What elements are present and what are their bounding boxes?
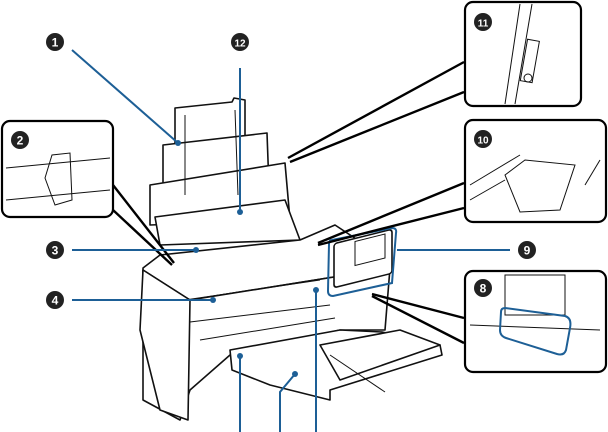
svg-text:2: 2 <box>17 134 24 148</box>
svg-text:10: 10 <box>477 136 489 147</box>
callout-2: 2 <box>11 131 29 149</box>
inset-11 <box>463 0 583 108</box>
inset-10 <box>463 118 608 224</box>
callout-11: 11 <box>474 13 492 31</box>
svg-text:9: 9 <box>524 244 531 258</box>
svg-text:3: 3 <box>52 244 59 258</box>
leader-lines <box>71 49 510 432</box>
part-8-highlight <box>498 306 572 356</box>
callout-9: 9 <box>518 241 536 259</box>
svg-text:4: 4 <box>52 294 59 308</box>
svg-text:12: 12 <box>234 39 246 50</box>
callout-10: 10 <box>474 130 492 148</box>
inset-2 <box>0 119 115 219</box>
inset-leaders <box>112 60 465 345</box>
callout-3: 3 <box>46 241 64 259</box>
svg-text:8: 8 <box>480 282 487 296</box>
callout-12: 12 <box>231 33 249 51</box>
svg-text:1: 1 <box>52 36 59 50</box>
printer-illustration <box>139 97 443 421</box>
callout-1: 1 <box>46 33 64 51</box>
inset-8 <box>463 269 608 374</box>
callout-8: 8 <box>474 279 492 297</box>
svg-text:11: 11 <box>478 19 489 30</box>
callout-4: 4 <box>46 291 64 309</box>
